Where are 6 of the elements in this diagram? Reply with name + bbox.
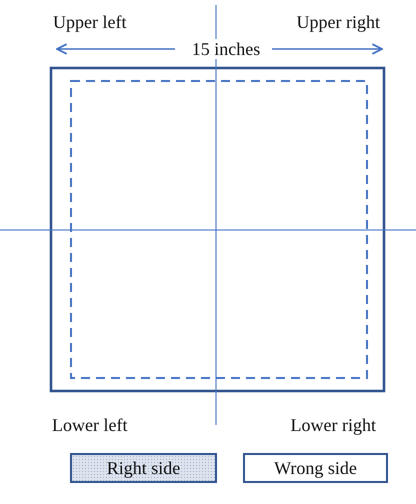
legend-text: Wrong side xyxy=(274,458,357,478)
corner-label: Lower right xyxy=(290,415,376,435)
corner-label: Lower left xyxy=(52,415,128,435)
legend-text: Right side xyxy=(106,458,180,478)
corner-label: Upper left xyxy=(53,12,126,32)
corner-label: Upper right xyxy=(296,12,380,32)
